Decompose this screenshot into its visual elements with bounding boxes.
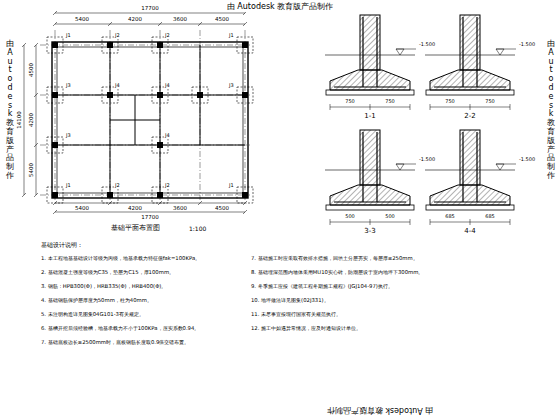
- dimension: 4500: [214, 205, 230, 211]
- dimension: 3600: [172, 205, 188, 211]
- note-text: 4. 基础钢筋保护层厚度为50mm，柱为40mm。: [40, 298, 153, 304]
- dimension: 5400: [74, 205, 90, 211]
- dimension: 750: [344, 99, 356, 105]
- dimension: 5400: [74, 16, 90, 22]
- dimension: 750: [444, 99, 456, 105]
- footing-tag: J3: [228, 83, 235, 89]
- dimension: 1:100: [188, 226, 207, 233]
- footing-tag: J3: [65, 83, 72, 89]
- note-text: 6. 基槽开挖后须经验槽，地基承载力不小于100KPa，压实系数0.94。: [40, 326, 200, 332]
- dimension: -1.500: [518, 157, 536, 163]
- dimension: 685: [484, 214, 496, 220]
- footing-tag: J4: [164, 133, 171, 139]
- column-footings: [47, 37, 253, 203]
- dimension: 17700: [140, 5, 160, 11]
- dimension: 685: [444, 214, 456, 220]
- dimension: 750: [384, 99, 396, 105]
- footing-tag: J2: [114, 33, 121, 39]
- watermark: 由 Autodesk 教育版产品制作: [5, 40, 15, 181]
- dimension: 4500: [28, 62, 34, 78]
- dimension: 4200: [127, 16, 143, 22]
- dimension: 4200: [28, 112, 34, 128]
- section-title: 4-4: [463, 228, 476, 236]
- dimension: 14100: [16, 110, 22, 130]
- dimension: -1.500: [518, 42, 536, 48]
- footing-tag: J2: [114, 183, 121, 189]
- footing-tag: J1: [228, 183, 235, 189]
- note-text: 基础设计说明：: [40, 242, 84, 249]
- footing-tag: J1: [65, 33, 72, 39]
- dimension: 4500: [214, 16, 230, 22]
- note-text: 2. 基础混凝土强度等级为C35，垫层为C15，厚100mm。: [40, 270, 175, 276]
- note-text: 1. 本工程地基基础设计等级为丙级，地基承载力特征值fak=100KPa。: [40, 256, 201, 262]
- footing-tag: J3: [65, 133, 72, 139]
- footing-tag: J4: [114, 83, 121, 89]
- dimension: -1.500: [418, 157, 436, 163]
- note-text: 3. 钢筋：HPB300(Φ)，HRB335(Φ)，HRB400(Φ)。: [40, 284, 167, 290]
- section-title: 2-2: [463, 113, 476, 121]
- footing-tag: J4: [164, 83, 171, 89]
- watermark: 由 Autodesk 教育版产品制作: [326, 405, 434, 414]
- note-text: 5. 未注明构造详见图集04G101-3有关规定。: [40, 312, 145, 318]
- dimension: 750: [484, 99, 496, 105]
- section-title: 1-1: [363, 113, 376, 121]
- dimension: 17700: [140, 214, 160, 220]
- dimension: -1.500: [418, 42, 436, 48]
- dimension: 4200: [127, 205, 143, 211]
- note-text: 7. 基础施工时应采取有效排水措施，回填土分层夯实，每层厚≤250mm。: [250, 256, 419, 262]
- footing-sections: [325, 15, 516, 225]
- foundation-plan: [22, 11, 250, 214]
- note-text: 11. 未尽事宜按现行国家有关规范执行。: [250, 312, 342, 318]
- dimension: 500: [384, 214, 396, 220]
- footing-tag: J2: [164, 33, 171, 39]
- section-title: 3-3: [363, 228, 376, 236]
- dimension: 3600: [172, 16, 188, 22]
- footing-tag: J2: [164, 183, 171, 189]
- note-text: 9. 冬季施工应按《建筑工程冬期施工规程》(JGJ104-97)执行。: [250, 284, 394, 290]
- watermark: 由 Autodesk 教育版产品制作: [546, 40, 556, 181]
- watermark: 由 Autodesk 教育版产品制作: [226, 3, 334, 12]
- drawing-title: 基础平面布置图: [110, 225, 161, 233]
- note-text: 10. 地坪做法详见图集(02J331)。: [250, 298, 330, 304]
- footing-tag: J1: [228, 33, 235, 39]
- dimension: 500: [344, 214, 356, 220]
- note-text: 7. 基础底板边长≥2500mm时，底板钢筋长度取0.9倍交错布置。: [40, 340, 190, 346]
- footing-tag: J1: [65, 183, 72, 189]
- note-text: 8. 基础埋深范围内墙体采用MU10实心砖，防潮层设于室内地坪下300mm。: [250, 270, 424, 276]
- dimension: 5400: [28, 162, 34, 178]
- note-text: 12. 施工中如遇异常情况，应及时通知设计单位。: [250, 326, 362, 332]
